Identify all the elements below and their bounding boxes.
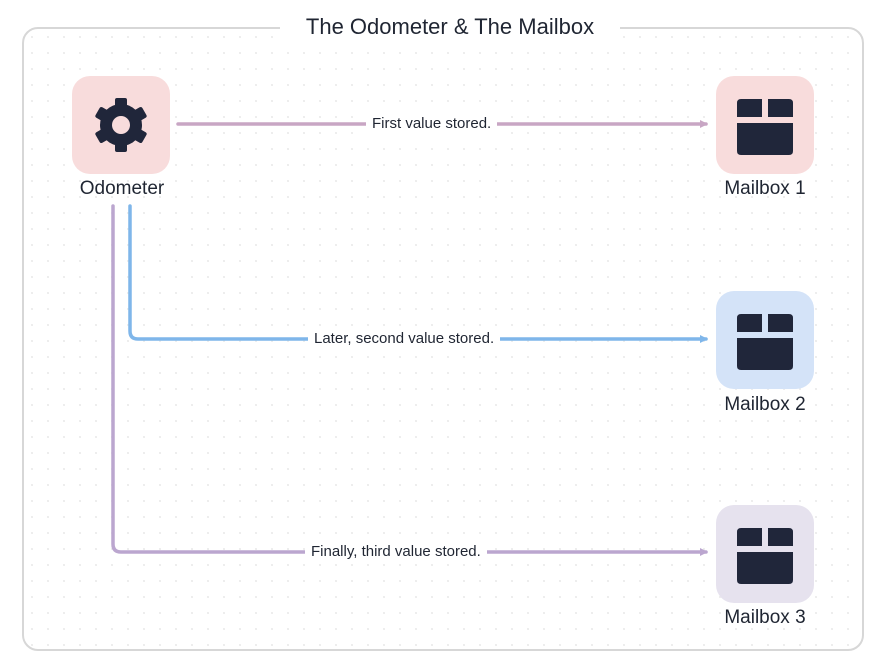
edge-label-first: First value stored. [366, 114, 498, 134]
box-icon [737, 528, 793, 584]
odometer-node [72, 76, 170, 174]
diagram-title: The Odometer & The Mailbox [280, 11, 620, 43]
mailbox-3-label: Mailbox 3 [724, 607, 806, 628]
edge-line-mailbox-2 [128, 204, 708, 343]
edge-line-mailbox-3 [111, 204, 708, 556]
edge-label-second: Later, second value stored. [308, 329, 501, 349]
mailbox-2-node [716, 291, 814, 389]
odometer-label: Odometer [79, 178, 165, 199]
box-icon [737, 99, 793, 155]
mailbox-1-node [716, 76, 814, 174]
gear-icon [95, 98, 147, 152]
edge-label-third: Finally, third value stored. [305, 542, 487, 562]
box-icon [737, 314, 793, 370]
mailbox-1-label: Mailbox 1 [724, 178, 806, 199]
mailbox-3-node [716, 505, 814, 603]
mailbox-2-label: Mailbox 2 [724, 394, 806, 415]
